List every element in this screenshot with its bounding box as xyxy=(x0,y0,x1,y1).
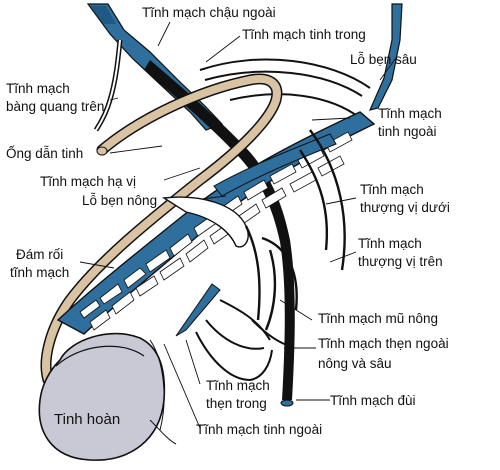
label-tinh-mach-then-trong-line1: Tĩnh mạch xyxy=(206,378,270,393)
label-tinh-mach-tinh-trong: Tĩnh mạch tinh trong xyxy=(242,27,366,42)
external-spermatic-vein-band xyxy=(213,133,337,197)
label-ong-dan-tinh: Ống dẫn tinh xyxy=(6,146,83,161)
label-tinh-mach-then-trong-line2: thẹn trong xyxy=(206,396,267,411)
superficial-inguinal-ring xyxy=(161,196,249,248)
label-tinh-mach-thuong-vi-duoi-line1: Tĩnh mạch xyxy=(360,182,424,197)
label-dam-roi-tinh-mach-line2: tĩnh mạch xyxy=(10,265,69,280)
leader-lines xyxy=(79,21,397,429)
label-lo-ben-nong: Lỗ bẹn nông xyxy=(82,193,157,208)
label-tinh-mach-tinh-ngoai-bottom: Tĩnh mạch tinh ngoài xyxy=(196,422,322,437)
label-tinh-mach-tinh-ngoai-right-line1: Tĩnh mạch xyxy=(378,106,442,121)
superior-vesical-vein xyxy=(93,39,123,132)
label-tinh-mach-bang-quang-tren-line2: bàng quang trên xyxy=(6,99,104,114)
label-tinh-mach-chau-ngoai: Tĩnh mạch chậu ngoài xyxy=(142,5,276,20)
femoral-vein xyxy=(144,60,295,407)
label-tinh-mach-thuong-vi-tren-line1: Tĩnh mạch xyxy=(358,236,422,251)
internal-pudendal-vein xyxy=(175,283,221,337)
label-tinh-mach-dui: Tĩnh mạch đùi xyxy=(330,393,416,408)
epigastric-veins xyxy=(244,129,346,331)
label-dam-roi-tinh-mach-line1: Đám rối xyxy=(16,247,63,262)
label-tinh-hoan: Tinh hoàn xyxy=(54,411,120,428)
ductus-deferens xyxy=(40,73,283,386)
label-tinh-mach-then-ngoai-line1: Tĩnh mạch thẹn ngoài xyxy=(318,336,449,351)
label-tinh-mach-then-ngoai-line2: nông và sâu xyxy=(318,356,392,371)
label-tinh-mach-mu-nong: Tĩnh mạch mũ nông xyxy=(318,311,438,326)
label-tinh-mach-thuong-vi-duoi-line2: thượng vị dưới xyxy=(360,200,450,215)
label-tinh-mach-ha-vi: Tĩnh mạch hạ vị xyxy=(40,174,136,189)
label-lo-ben-sau: Lỗ bẹn sâu xyxy=(350,52,417,67)
deep-inguinal-ring xyxy=(199,58,371,119)
internal-spermatic-vein xyxy=(368,3,403,111)
label-tinh-mach-thuong-vi-tren-line2: thượng vị trên xyxy=(358,254,443,269)
label-tinh-mach-bang-quang-tren-line1: Tĩnh mạch xyxy=(6,81,70,96)
label-tinh-mach-tinh-ngoai-right-line2: tinh ngoài xyxy=(378,124,437,139)
pudendal-veins xyxy=(195,299,291,382)
testis xyxy=(38,332,177,461)
